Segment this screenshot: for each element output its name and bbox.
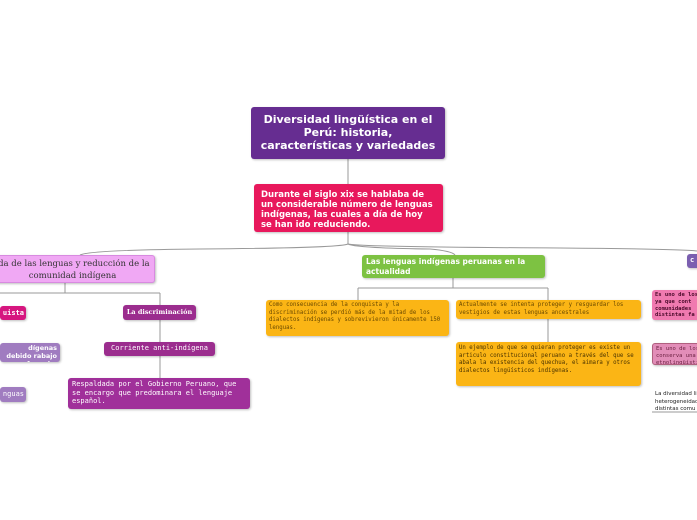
right-item-3-text: La diversidad li heterogeneidad distinta… [655,391,697,412]
right-item-3[interactable]: La diversidad li heterogeneidad distinta… [655,391,697,414]
right-item-1[interactable]: Es uno de los ya que cont comunidades di… [652,290,697,320]
conquista-child-2-text: nguas [2,390,24,398]
center-item-1-text: Como consecuencia de la conquista y la d… [269,302,441,331]
root-topic[interactable]: Diversidad lingüística en el Perú: histo… [251,107,445,159]
right-branch-topic[interactable]: c [687,254,697,268]
center-item-2-text: Actualmente se intenta proteger y resgua… [459,302,624,316]
conquista-child-1[interactable]: dígenas debido rabajo forzado. [0,343,60,362]
right-item-1-text: Es uno de los ya que cont comunidades di… [655,292,697,319]
right-item-2[interactable]: Es uno de los conserva una etnolingüísti [652,343,697,365]
conquista-node[interactable]: uista [0,306,26,320]
center-item-1[interactable]: Como consecuencia de la conquista y la d… [266,300,449,336]
intro-node[interactable]: Durante el siglo xix se hablaba de un co… [254,184,443,232]
conquista-label: uista [2,309,24,317]
right-item-2-text: Es uno de los conserva una etnolingüísti [656,346,697,365]
discriminacion-label: La discriminación [126,308,193,316]
right-branch-title: c [690,256,695,264]
root-title: Diversidad lingüística en el Perú: histo… [260,113,436,152]
center-branch-topic[interactable]: Las lenguas indígenas peruanas en la act… [362,255,545,278]
respaldada-node[interactable]: Respaldada por el Gobierno Peruano, que … [68,378,250,409]
discriminacion-node[interactable]: La discriminación [123,305,196,320]
left-branch-title: ida de las lenguas y reducción de la com… [0,259,150,281]
center-branch-title: Las lenguas indígenas peruanas en la act… [366,257,526,276]
conquista-child-1-text: dígenas debido rabajo forzado. [6,344,57,362]
respaldada-text: Respaldada por el Gobierno Peruano, que … [72,380,237,405]
center-item-3[interactable]: Un ejemplo de que se quieran proteger es… [456,342,641,386]
center-item-3-text: Un ejemplo de que se quieran proteger es… [459,345,634,374]
conquista-child-2[interactable]: nguas [0,387,26,402]
center-item-2[interactable]: Actualmente se intenta proteger y resgua… [456,300,641,319]
intro-text: Durante el siglo xix se hablaba de un co… [261,190,433,230]
left-branch-topic[interactable]: ida de las lenguas y reducción de la com… [0,255,155,283]
corriente-node[interactable]: Corriente anti-indígena [104,342,215,356]
corriente-text: Corriente anti-indígena [111,344,208,352]
